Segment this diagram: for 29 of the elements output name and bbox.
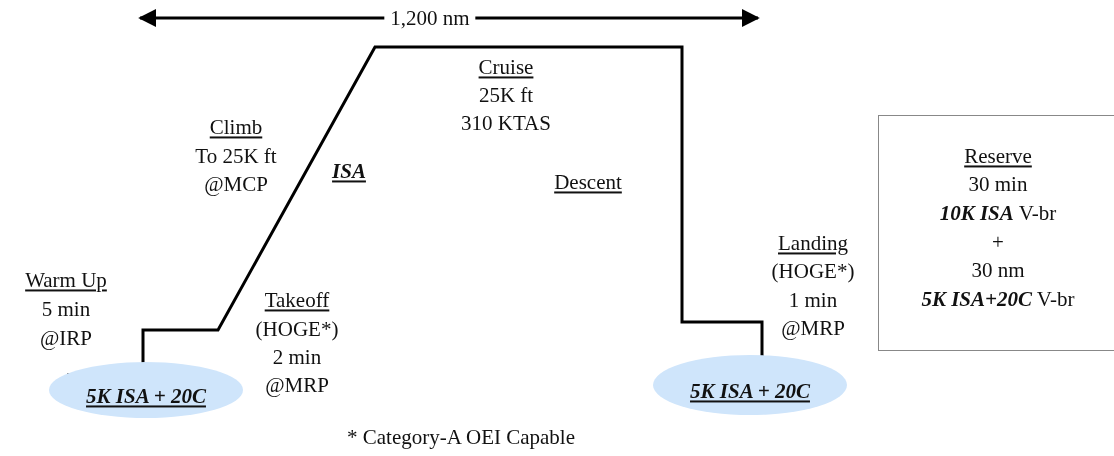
phase-text: (HOGE*): [255, 318, 339, 342]
phase-text: @IRP: [40, 327, 92, 351]
footnote: * Category-A OEI Capable: [347, 426, 575, 450]
condition-text: 5K ISA + 20C: [86, 385, 206, 409]
phase-heading: Warm Up: [25, 269, 107, 293]
phase-text: @MCP: [204, 173, 268, 197]
phase-heading: Landing: [778, 232, 848, 256]
condition-text: 5K ISA + 20C: [690, 380, 810, 404]
phase-text: @MRP: [265, 374, 329, 398]
reserve-text: 30 nm: [971, 259, 1025, 283]
reserve-text: +: [992, 231, 1004, 255]
phase-heading: Takeoff: [264, 289, 330, 313]
phase-heading: Climb: [209, 116, 263, 140]
phase-heading: Descent: [554, 171, 622, 195]
phase-text: To 25K ft: [195, 145, 277, 169]
reserve-panel: [878, 115, 1114, 351]
phase-heading: Cruise: [478, 56, 534, 80]
reserve-text: 30 min: [968, 173, 1028, 197]
phase-text: 5 min: [41, 298, 91, 322]
reserve-text: 10K ISA V-br: [939, 202, 1057, 226]
phase-text: @MRP: [781, 317, 845, 341]
phase-text: (HOGE*): [771, 260, 855, 284]
condition-label: ISA: [332, 160, 366, 184]
phase-text: 310 KTAS: [461, 112, 551, 136]
phase-text: 1 min: [788, 289, 838, 313]
phase-text: 2 min: [272, 346, 322, 370]
reserve-text: 5K ISA+20C V-br: [921, 288, 1075, 312]
reserve-heading: Reserve: [964, 145, 1032, 169]
phase-text: 25K ft: [478, 84, 534, 108]
